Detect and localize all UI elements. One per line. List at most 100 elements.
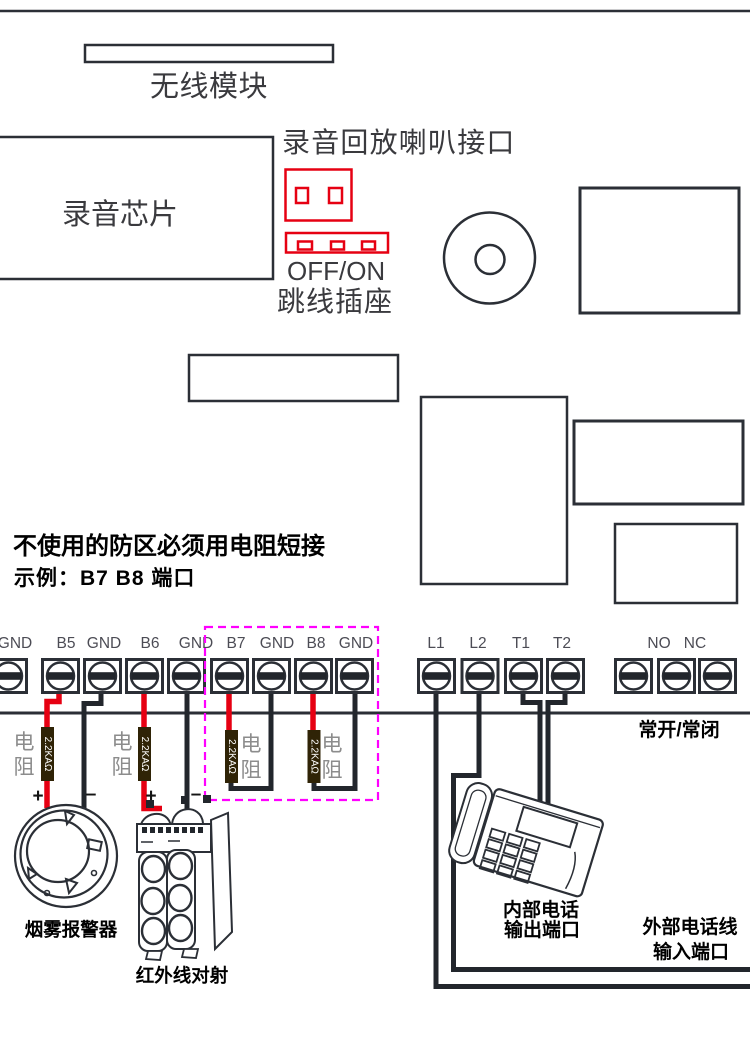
resistor-b7: [225, 730, 238, 783]
ir-top-tab-1: [146, 800, 154, 808]
label-gnd-3: GND: [260, 635, 294, 652]
speaker-inner-circle: [474, 243, 506, 276]
jumper-pin-2: [329, 240, 346, 251]
terminal-labels: GND B5 GND B6 GND B7 GND B8 GND L1 L2 T1…: [0, 635, 706, 652]
label-no: NO: [647, 635, 670, 652]
wireless-module-box: [83, 43, 335, 64]
note-line2: 示例：B7 B8 端口: [14, 566, 195, 590]
ir-terminal-screws: [142, 827, 203, 833]
terminal-gnd-2: [167, 658, 206, 694]
ir-side-panel: [209, 811, 234, 952]
right-component-box-b: [613, 522, 739, 605]
wire-gnd-smoke-black: [81, 690, 104, 808]
resistor-b5-value: 2.2KAΩ: [42, 737, 53, 772]
resistor-cn-labels: 电 阻 电 阻 电 阻 电 阻: [14, 731, 343, 782]
center-component-box: [419, 395, 569, 586]
label-l2: L2: [469, 635, 486, 652]
terminal-b8: [294, 658, 333, 694]
note-line1: 不使用的防区必须用电阻短接: [13, 532, 325, 560]
label-gnd-0: GND: [0, 635, 32, 652]
internal-phone-label-2: 输出端口: [504, 918, 580, 941]
jumper-socket-outline: [284, 231, 390, 254]
label-t2: T2: [553, 635, 571, 652]
speaker-connector-outline: [284, 168, 353, 222]
off-on-label: OFF/ON: [287, 256, 385, 286]
resistor-b7-cn-2: 阻: [241, 759, 262, 782]
telephone-drawing: [448, 782, 604, 898]
resistor-b8-cn-1: 电: [322, 733, 343, 756]
terminal-gnd-3: [252, 658, 291, 694]
wire-l1-external-line: [433, 690, 750, 989]
terminal-t2: [546, 658, 585, 694]
ir-top-tab-3: [203, 795, 211, 803]
smoke-clip-left: [26, 866, 39, 881]
top-right-component-box: [578, 186, 741, 315]
smoke-outer-ring: [13, 803, 119, 909]
polarity-marks: + – + –: [32, 784, 201, 807]
wire-t2-phone: [545, 690, 568, 806]
smoke-detector-drawing: [13, 803, 119, 909]
phone-keypad: [478, 827, 541, 885]
ir-foot-2: [180, 948, 200, 959]
terminal-t1: [504, 658, 543, 694]
resistor-b6: [138, 727, 151, 781]
resistor-b7-value: 2.2KAΩ: [226, 739, 237, 774]
label-b7: B7: [227, 635, 246, 652]
label-gnd-1: GND: [87, 635, 121, 652]
wire-l2-external-line: [451, 690, 750, 972]
wire-b7-gnd-short: [228, 690, 274, 791]
speaker-connector-pin-1: [294, 186, 310, 205]
smoke-clip-top: [63, 809, 76, 827]
jumper-pin-3: [360, 240, 377, 251]
wire-b5-red: [44, 690, 62, 727]
wire-b8-gnd-short: [311, 690, 358, 791]
terminal-strip: GND B5 GND B6 GND B7 GND B8 GND L1 L2 T1…: [0, 635, 737, 694]
resistor-b6-cn-2: 阻: [112, 756, 133, 779]
smoke-dot-1: [43, 889, 51, 897]
label-gnd-2: GND: [179, 635, 213, 652]
terminal-b5: [41, 658, 80, 694]
terminal-b7: [210, 658, 249, 694]
ir-minus: –: [191, 784, 202, 805]
jumper-socket-label: 跳线插座: [277, 286, 393, 317]
terminal-gnd-1: [83, 658, 122, 694]
playback-speaker-port-label: 录音回放喇叭接口: [282, 127, 516, 158]
wire-b6-red-lower: [141, 780, 162, 812]
smoke-clip-right: [86, 838, 103, 853]
resistor-b8: [307, 730, 321, 783]
zone-highlight-box: [203, 625, 380, 802]
ir-foot-1: [144, 950, 164, 961]
label-nc: NC: [684, 635, 706, 652]
resistor-b7-cn-1: 电: [241, 733, 262, 756]
resistor-b5-cn-1: 电: [14, 731, 35, 754]
jumper-pin-1: [296, 240, 314, 251]
terminal-relay-no: [657, 658, 696, 694]
resistor-b5-cn-2: 阻: [14, 756, 35, 779]
smoke-clip-bottom: [64, 877, 79, 896]
smoke-minus: –: [86, 784, 97, 805]
smoke-inner-circle: [25, 818, 91, 884]
ir-lenses: [140, 851, 194, 946]
terminal-relay-com: [614, 658, 653, 694]
wireless-module-label: 无线模块: [150, 70, 268, 103]
terminal-relay-nc: [698, 658, 737, 694]
smoke-detector-label: 烟雾报警器: [25, 919, 118, 940]
red-connectors: [284, 168, 390, 254]
recording-chip-label: 录音芯片: [62, 198, 178, 231]
phone-display: [515, 805, 579, 849]
external-phone-label-2: 输入端口: [653, 940, 729, 963]
label-b8: B8: [307, 635, 326, 652]
smoke-mid-ring: [19, 809, 109, 899]
terminal-b6: [125, 658, 164, 694]
speaker-outer-circle: [442, 211, 537, 305]
normally-open-closed-label: 常开/常闭: [638, 718, 719, 741]
label-l1: L1: [427, 635, 444, 652]
phone-top-seam: [495, 795, 601, 829]
text-labels: 无线模块 录音芯片 录音回放喇叭接口 OFF/ON 跳线插座 不使用的防区必须用…: [13, 70, 738, 986]
wires: [44, 690, 750, 989]
internal-phone-label-1: 内部电话: [503, 898, 579, 921]
board-outline: [0, 9, 750, 715]
ir-plus: +: [145, 786, 156, 807]
